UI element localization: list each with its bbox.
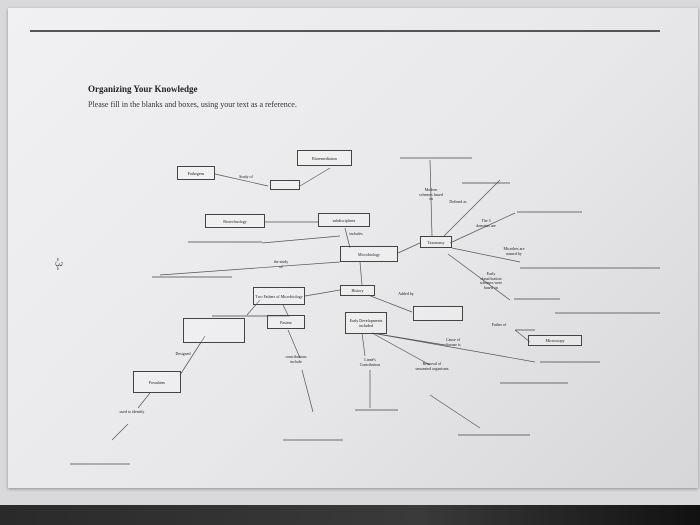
label-added-by: Added by <box>398 291 414 296</box>
label-contributions: contributions include <box>285 354 307 364</box>
worksheet-title: Organizing Your Knowledge <box>88 84 198 94</box>
label-designed: Designed <box>175 351 191 356</box>
node-microbiology: Microbiology <box>340 246 398 262</box>
blank-box-1[interactable] <box>270 180 300 190</box>
label-cause-of-disease: Cause of disease is <box>445 337 461 347</box>
node-postulates: Postulates <box>133 371 181 393</box>
label-early-schemes: Early classification schemes were based … <box>479 271 503 290</box>
label-linnes-contribution: Linné's Contribution <box>359 357 381 367</box>
blank-box-2[interactable] <box>183 318 245 343</box>
label-used-to-identify: used to identify <box>119 409 145 414</box>
label-modern-schemes: Modern schemes based on <box>419 187 443 202</box>
label-father-of: Father of <box>491 322 507 327</box>
node-pasteur: Pasteur <box>267 315 305 329</box>
label-includes: includes <box>349 231 363 236</box>
label-defined-as: Defined as <box>449 199 467 204</box>
label-the-study-of: the study of <box>273 259 289 269</box>
node-biotechnology: Biotechnology <box>205 214 265 228</box>
node-bioremediation: Bioremediation <box>297 150 352 166</box>
node-subdisciplines: subdisciplines <box>318 213 370 227</box>
worksheet-page <box>8 8 698 488</box>
label-removal: Removal of unwanted organisms <box>415 361 449 371</box>
node-pathogens: Pathogens <box>177 166 215 180</box>
node-early-developments: Early Developments included <box>345 312 387 334</box>
top-rule <box>30 30 660 32</box>
node-taxonomy: Taxonomy <box>420 236 452 248</box>
label-study-of: Study of <box>239 174 253 179</box>
node-two-fathers: Two Fathers of Microbiology <box>253 287 305 305</box>
worksheet-instructions: Please fill in the blanks and boxes, usi… <box>88 100 297 109</box>
node-history: History <box>340 285 375 296</box>
node-microscopy: Microscopy <box>528 335 582 346</box>
label-three-domains: The 3 domains are <box>476 218 496 228</box>
blank-box-3[interactable] <box>413 306 463 321</box>
label-microbes-named: Microbes are named by <box>503 246 525 256</box>
